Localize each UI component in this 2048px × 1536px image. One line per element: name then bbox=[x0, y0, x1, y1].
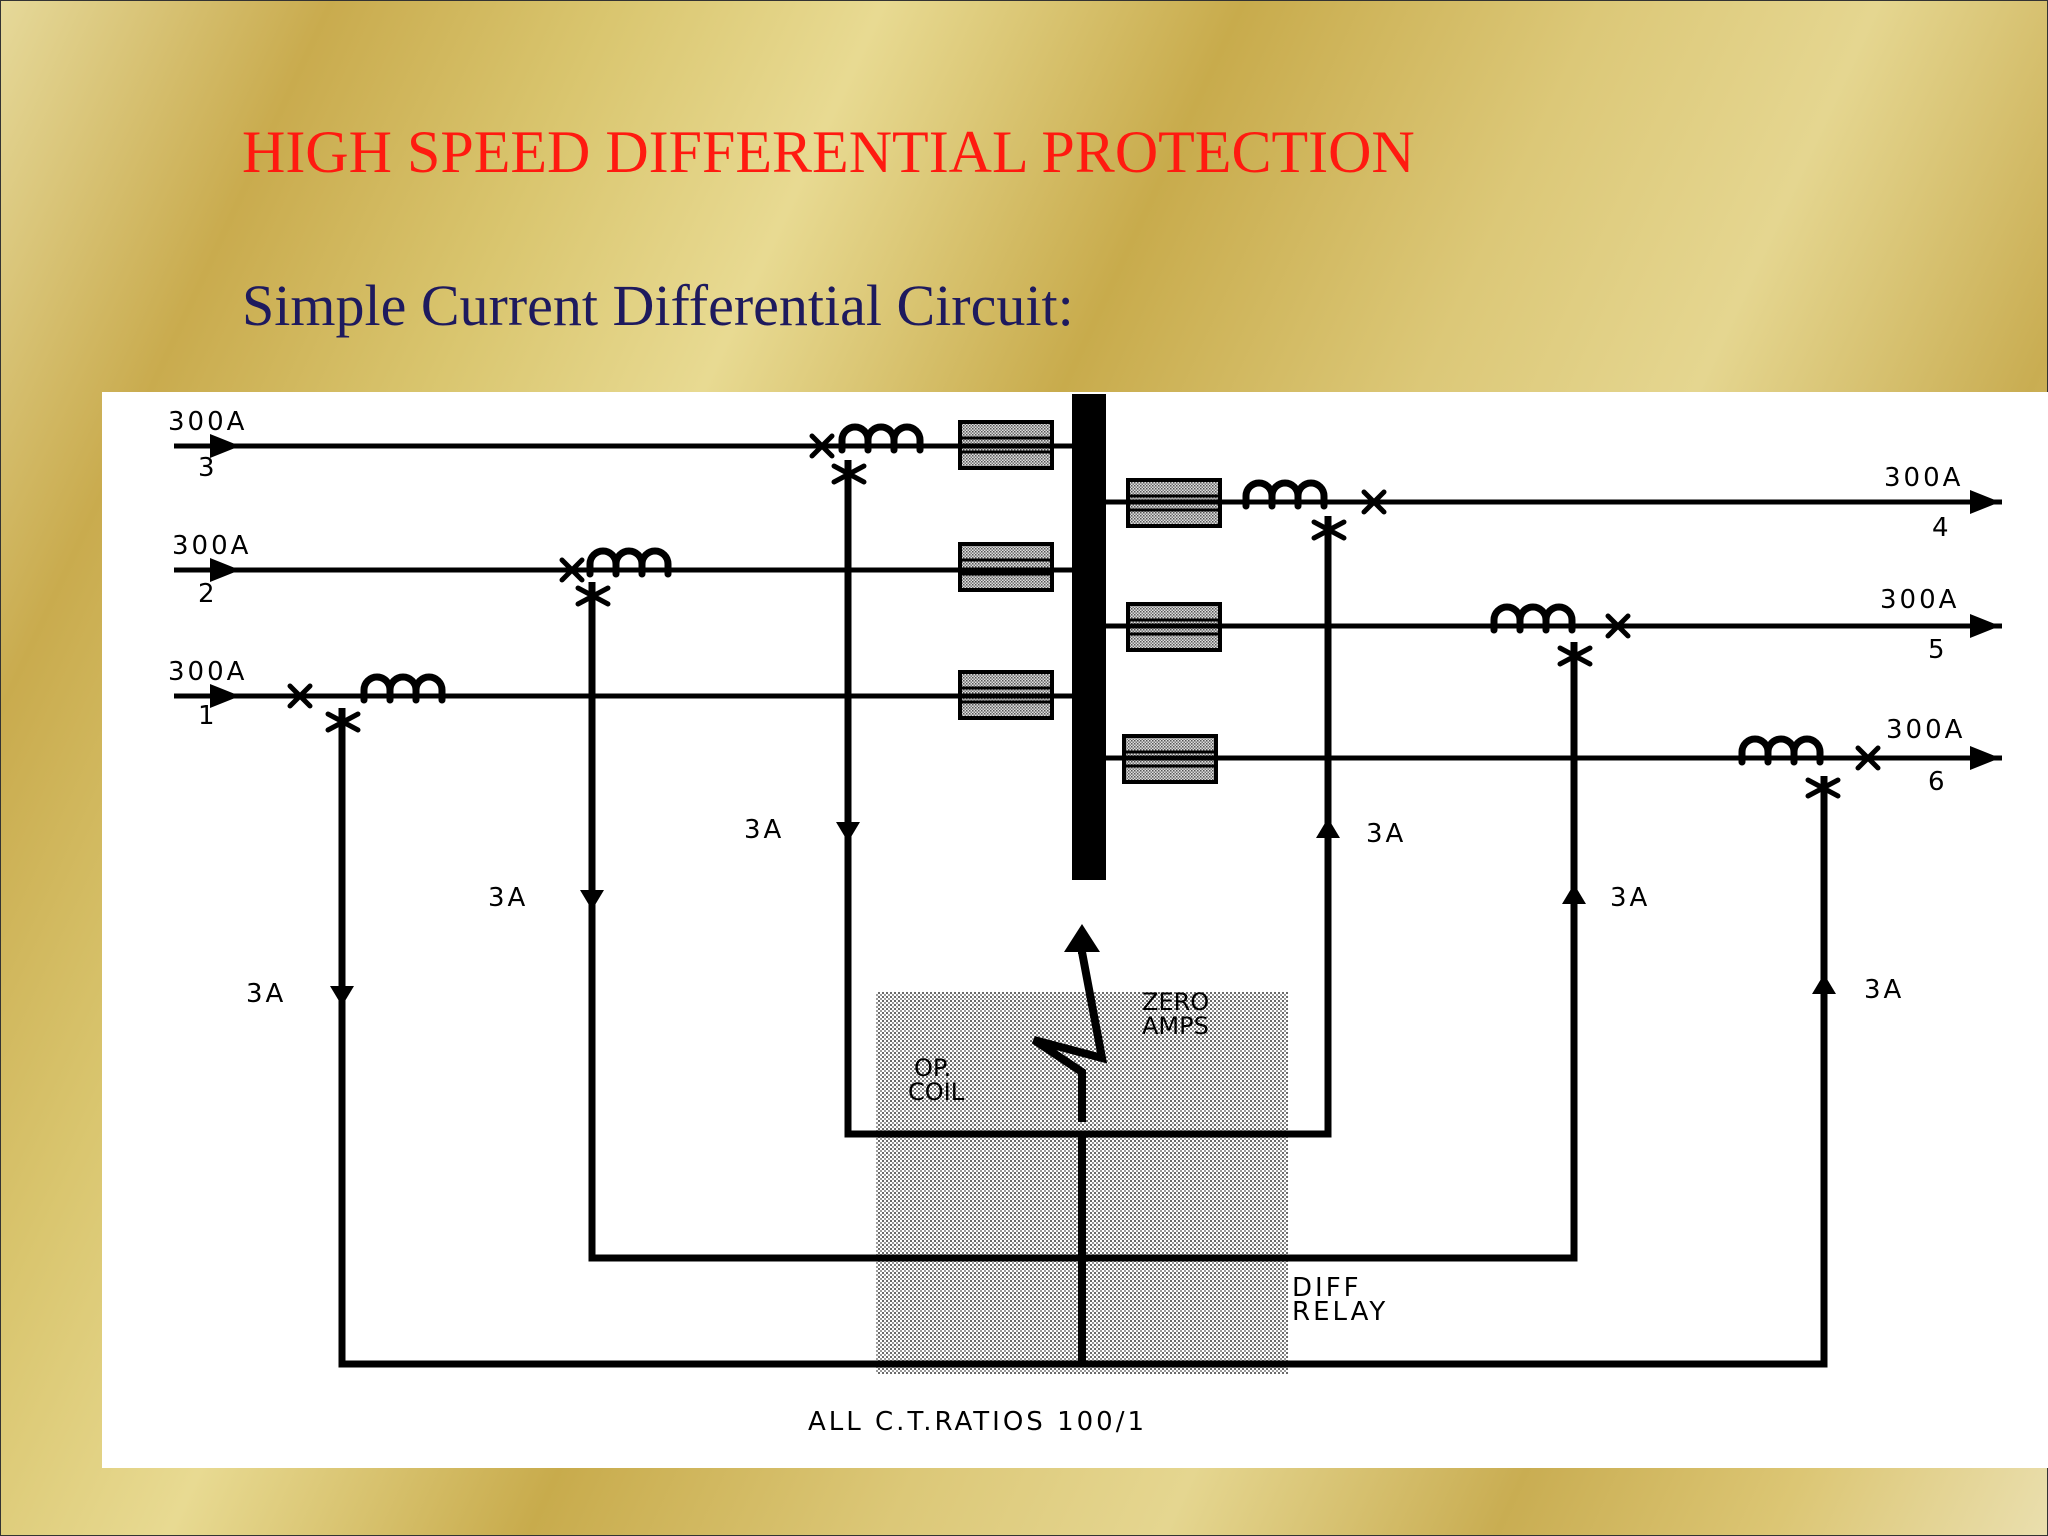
feeder1-current-label: 300A bbox=[168, 657, 247, 687]
feeder3-number-label: 3 bbox=[198, 453, 218, 483]
slide-title: HIGH SPEED DIFFERENTIAL PROTECTION bbox=[242, 119, 1415, 185]
zero-amps-label-line2: AMPS bbox=[1142, 1012, 1209, 1040]
feeder5-current-label: 300A bbox=[1880, 585, 1959, 615]
zero-amps-label-line1: ZERO bbox=[1142, 988, 1209, 1016]
diff-relay-label-line1: DIFF bbox=[1292, 1273, 1362, 1303]
ct-ratio-note: ALL C.T.RATIOS 100/1 bbox=[808, 1407, 1147, 1437]
ct-feeder3 bbox=[838, 423, 924, 454]
feeder4-secondary-label: 3A bbox=[1366, 819, 1406, 849]
diff-relay-label-line2: RELAY bbox=[1292, 1297, 1388, 1327]
ct-feeder5 bbox=[1490, 603, 1576, 634]
ct-feeder1 bbox=[360, 673, 446, 704]
feeder5-secondary-label: 3A bbox=[1610, 883, 1650, 913]
feeder4-number-label: 4 bbox=[1932, 513, 1952, 543]
feeder3-current-label: 300A bbox=[168, 407, 247, 437]
ct-feeder6 bbox=[1738, 735, 1824, 766]
op-coil-label-line1: OP. bbox=[914, 1054, 951, 1082]
feeder6-secondary-label: 3A bbox=[1864, 975, 1904, 1005]
feeder3-secondary-label: 3A bbox=[744, 815, 784, 845]
breaker-feeder2 bbox=[958, 542, 1054, 592]
feeder6-number-label: 6 bbox=[1928, 767, 1948, 797]
feeder2-secondary-label: 3A bbox=[488, 883, 528, 913]
feeder1-secondary-label: 3A bbox=[246, 979, 286, 1009]
ct-feeder2 bbox=[586, 547, 672, 578]
op-coil-label-line2: COIL bbox=[908, 1078, 965, 1106]
zero-current-arrow bbox=[1064, 924, 1100, 952]
ct-feeder4 bbox=[1242, 479, 1328, 510]
feeder1-number-label: 1 bbox=[198, 701, 218, 731]
differential-circuit-diagram: 300A 3 300A 2 300A 1 300A 4 300A 5 300A … bbox=[102, 392, 2048, 1468]
feeder6-current-label: 300A bbox=[1886, 715, 1965, 745]
feeder2-current-label: 300A bbox=[172, 531, 251, 561]
feeder2-number-label: 2 bbox=[198, 579, 218, 609]
feeder4-current-label: 300A bbox=[1884, 463, 1963, 493]
slide-subtitle: Simple Current Differential Circuit: bbox=[242, 273, 1074, 338]
feeder5-number-label: 5 bbox=[1928, 635, 1948, 665]
busbar bbox=[1072, 394, 1106, 880]
